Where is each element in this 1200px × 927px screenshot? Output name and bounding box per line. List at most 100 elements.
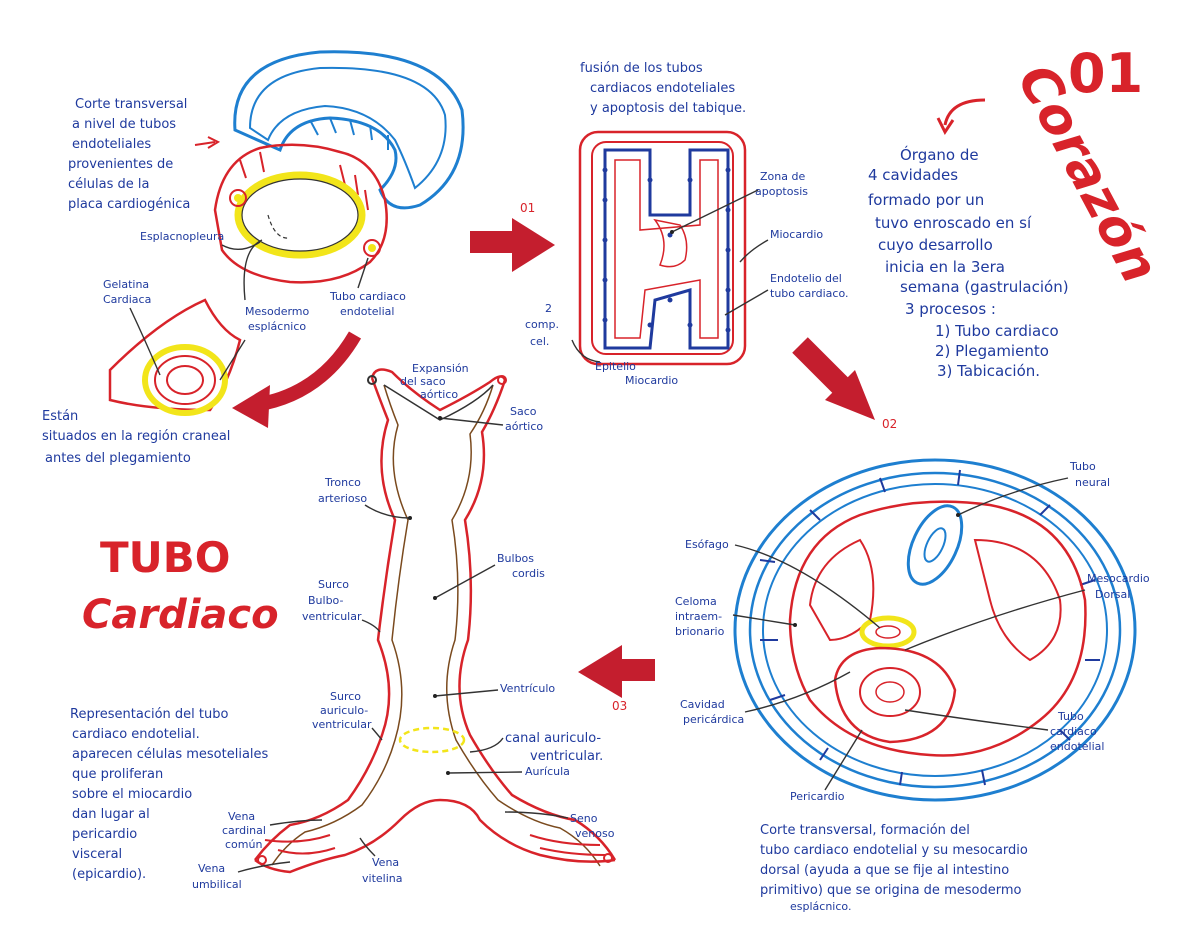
diagram1-big-arrowhead [232,385,270,428]
diagram2-dot [602,167,608,173]
diagram4-label-canal: ventricular. [530,749,603,764]
step1-number: 01 [520,201,535,215]
diagram4-label-surco-av: Surco [330,690,361,703]
diagram4-label-bulbus: Bulbos [497,552,534,565]
diagram1-endothelial-tube [229,189,247,207]
diagram3-pointer [957,477,1069,516]
diagram3-label-mesocardio: Dorsal [1095,588,1130,601]
diagram2-dot [667,297,673,303]
diagram4-pointer [469,737,504,753]
diagram2-mid-wall [591,141,734,355]
diagram3-pointer [824,729,863,791]
diagram3-pointer [904,709,1049,731]
diagram2-dot [687,322,693,328]
diagram4-pointer [434,689,499,697]
diagram4-pointer-dot [438,416,442,420]
diagram1-endothelial-tube-fill [234,194,242,202]
diagram2-title: fusión de los tubos [580,61,703,76]
diagram4-label-seno: Seno [570,812,598,825]
diagram2-label-endotelio: Endotelio del [770,272,842,285]
diagram4-vein-end [257,855,267,865]
diagram4-label-canal: canal auriculo- [505,731,601,746]
diagram1-black-ring [241,178,359,252]
diagram3-pointer [734,544,881,629]
diagram4-label-vena-vitelina: vitelina [362,872,402,885]
diagram3-heart-tube-inner [875,681,905,703]
diagram1-pointer [219,339,246,381]
diagram1-caption-line: endoteliales [72,137,151,152]
summary-line: cuyo desarrollo [878,236,993,254]
diagram4-pointer [447,771,523,774]
summary-line: 2) Plegamiento [935,342,1049,360]
diagram2-blue-dots [602,167,731,333]
summary-line: formado por un [868,191,984,209]
diagram4-pointer-dot [408,516,412,520]
diagram2-pointer-dot [670,230,674,234]
diagram1-yellow-tube [234,171,366,259]
diagram4-vein-branch [264,834,606,856]
diagram2-label-endotelio: tubo cardiaco. [770,287,848,300]
diagram3-label-cavidad: pericárdica [683,713,744,726]
diagram3-caption-line: dorsal (ayuda a que se fije al intestino [760,863,1009,878]
diagram3-pericardial-sac [833,646,957,744]
diagram1-red-body [213,143,388,284]
diagram1b-yellow-ring [142,344,228,416]
step1-arrowhead [512,218,555,272]
summary-line: tuvo enroscado en sí [875,214,1032,232]
diagram4-pointer [371,727,383,741]
diagram1-label-tubo: Tubo cardiaco [329,290,406,303]
diagram4-vein-end [367,375,377,385]
summary-block: Órgano de 4 cavidades formado por un tuv… [868,145,1069,380]
diagram3-red-right-cavity [973,538,1062,662]
diagram4-label-seno: venoso [575,827,615,840]
diagram3-pointer-dot [956,513,960,517]
diagram4-note: Representación del tubo cardiaco endotel… [70,707,269,882]
diagram1-big-arrow [253,331,362,412]
summary-line: 3) Tabicación. [937,362,1040,380]
diagram2-apoptosis-zone [653,218,688,268]
diagram4-tube-right-outer [458,379,617,861]
diagram2-dot [725,247,731,253]
diagram4-vein-end [603,853,613,863]
diagram1-label-mesodermo: esplácnico [248,320,306,333]
diagram2-label-comp: 2 [545,302,552,315]
diagram1-note: situados en la región craneal [42,429,230,444]
diagram1-caption-line: provenientes de [68,157,173,172]
diagram4-label-surco-av: ventricular [312,718,372,731]
diagram4-note-line: aparecen células mesoteliales [72,747,269,762]
diagram3-red-left-cavity [808,538,875,642]
diagram4-pointer [359,837,376,857]
diagram1-blue-fold-outer [233,50,465,210]
step2-arrowhead [825,370,875,420]
diagram4-label-expansion: aórtico [420,388,458,401]
diagram1-caption-line: a nivel de tubos [72,117,176,132]
diagram3-label-tubo-neural: Tubo [1069,460,1096,473]
header-pointer-arrowhead [936,117,955,135]
diagram3-label-celoma: brionario [675,625,725,638]
diagram4-note-line: pericardio [72,827,137,842]
diagram1-caption-arrowhead [207,136,221,149]
diagram4-label-vena-cardinal: Vena [228,810,255,823]
summary-line: 3 procesos : [905,300,996,318]
diagram4-note-line: visceral [72,847,122,862]
diagram1-label-gelatina: Cardiaca [103,293,151,306]
diagram4-pointer [237,861,291,873]
header-number: 01 [1068,42,1143,105]
diagram4-title-line2: Cardiaco [82,592,279,638]
diagram3-label-mesocardio: Mesocardio [1087,572,1150,585]
diagram2-label-comp: comp. [525,318,559,331]
diagram3-red-body [788,500,1087,757]
diagram2-dot [687,177,693,183]
diagram4-pointer [434,564,496,599]
diagram3-label-celoma: intraem- [675,610,722,623]
diagram3-caption-line: esplácnico. [790,900,851,913]
diagram1-blue-fold-inner [248,66,447,190]
diagram4-label-surco-bulbo: ventricular [302,610,362,623]
diagram3-label-cavidad: Cavidad [680,698,725,711]
diagram3-label-tubo-endo: endotelial [1050,740,1104,753]
diagram4-label-vena-cardinal: común [225,838,262,851]
diagram2-pointer [671,189,759,233]
header-pointer-arrow [943,98,986,126]
diagram2-dot [725,287,731,293]
diagram4-label-surco-av: auriculo- [320,704,368,717]
